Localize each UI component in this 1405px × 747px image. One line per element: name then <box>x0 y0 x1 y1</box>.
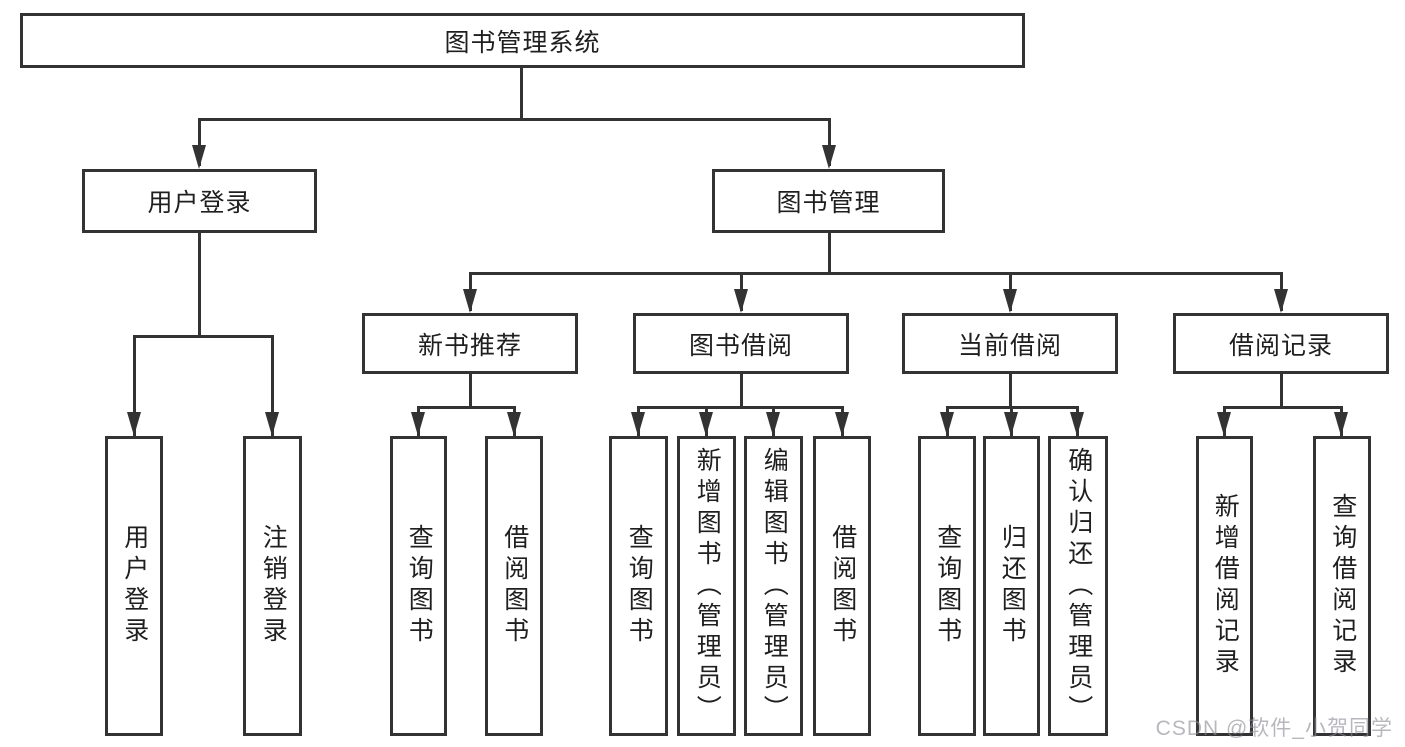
leaf-query-books-current: 查询图书 <box>918 436 976 736</box>
connector-line <box>271 336 274 436</box>
arrowhead <box>1004 412 1018 436</box>
connector-line <box>828 119 831 166</box>
arrowhead <box>507 412 521 436</box>
leaf-add-borrow-record: 新增借阅记录 <box>1196 436 1253 736</box>
leaf-add-books-admin: 新增图书（管理员） <box>677 436 736 736</box>
node-borrow-records: 借阅记录 <box>1173 313 1389 374</box>
node-book-borrow: 图书借阅 <box>633 313 849 374</box>
arrowhead <box>766 412 780 436</box>
arrowhead <box>1070 412 1084 436</box>
node-current-borrow: 当前借阅 <box>902 313 1118 374</box>
connector-line <box>469 374 472 407</box>
arrowhead <box>192 145 206 169</box>
connector-line <box>133 336 136 436</box>
connector-line <box>1280 374 1283 407</box>
node-user-login: 用户登录 <box>82 169 317 233</box>
arrowhead <box>265 412 279 436</box>
leaf-logout: 注销登录 <box>243 436 302 736</box>
connector-line <box>469 272 1283 275</box>
connector-line <box>198 233 201 337</box>
arrowhead <box>1334 412 1348 436</box>
arrowhead <box>1274 289 1288 313</box>
connector-line <box>828 233 831 274</box>
connector-line <box>417 406 516 409</box>
arrowhead <box>1217 412 1231 436</box>
leaf-query-books-recommend: 查询图书 <box>390 436 447 736</box>
connector-line <box>198 119 201 166</box>
connector-line <box>1009 374 1012 407</box>
leaf-confirm-return-admin: 确认归还（管理员） <box>1048 436 1108 736</box>
leaf-borrow-books-recommend: 借阅图书 <box>485 436 543 736</box>
arrowhead <box>463 289 477 313</box>
leaf-return-books: 归还图书 <box>983 436 1040 736</box>
connector-line <box>198 118 831 121</box>
arrowhead <box>1003 289 1017 313</box>
arrowhead <box>734 289 748 313</box>
arrowhead <box>835 412 849 436</box>
connector-line <box>740 374 743 407</box>
node-new-book-recommend: 新书推荐 <box>362 313 578 374</box>
arrowhead <box>940 412 954 436</box>
connector-line <box>637 406 844 409</box>
connector-line <box>1223 406 1343 409</box>
node-root: 图书管理系统 <box>20 13 1025 68</box>
leaf-user-login: 用户登录 <box>105 436 163 736</box>
node-book-management: 图书管理 <box>712 169 945 233</box>
arrowhead <box>127 412 141 436</box>
leaf-borrow-books-borrow: 借阅图书 <box>813 436 871 736</box>
connector-line <box>520 68 523 119</box>
arrowhead <box>411 412 425 436</box>
leaf-query-books-borrow: 查询图书 <box>609 436 668 736</box>
leaf-edit-books-admin: 编辑图书（管理员） <box>744 436 803 736</box>
arrowhead <box>631 412 645 436</box>
arrowhead <box>699 412 713 436</box>
arrowhead <box>822 145 836 169</box>
connector-line <box>133 335 274 338</box>
leaf-query-borrow-record: 查询借阅记录 <box>1313 436 1371 736</box>
watermark: CSDN @软件_小贺同学 <box>1155 717 1393 740</box>
